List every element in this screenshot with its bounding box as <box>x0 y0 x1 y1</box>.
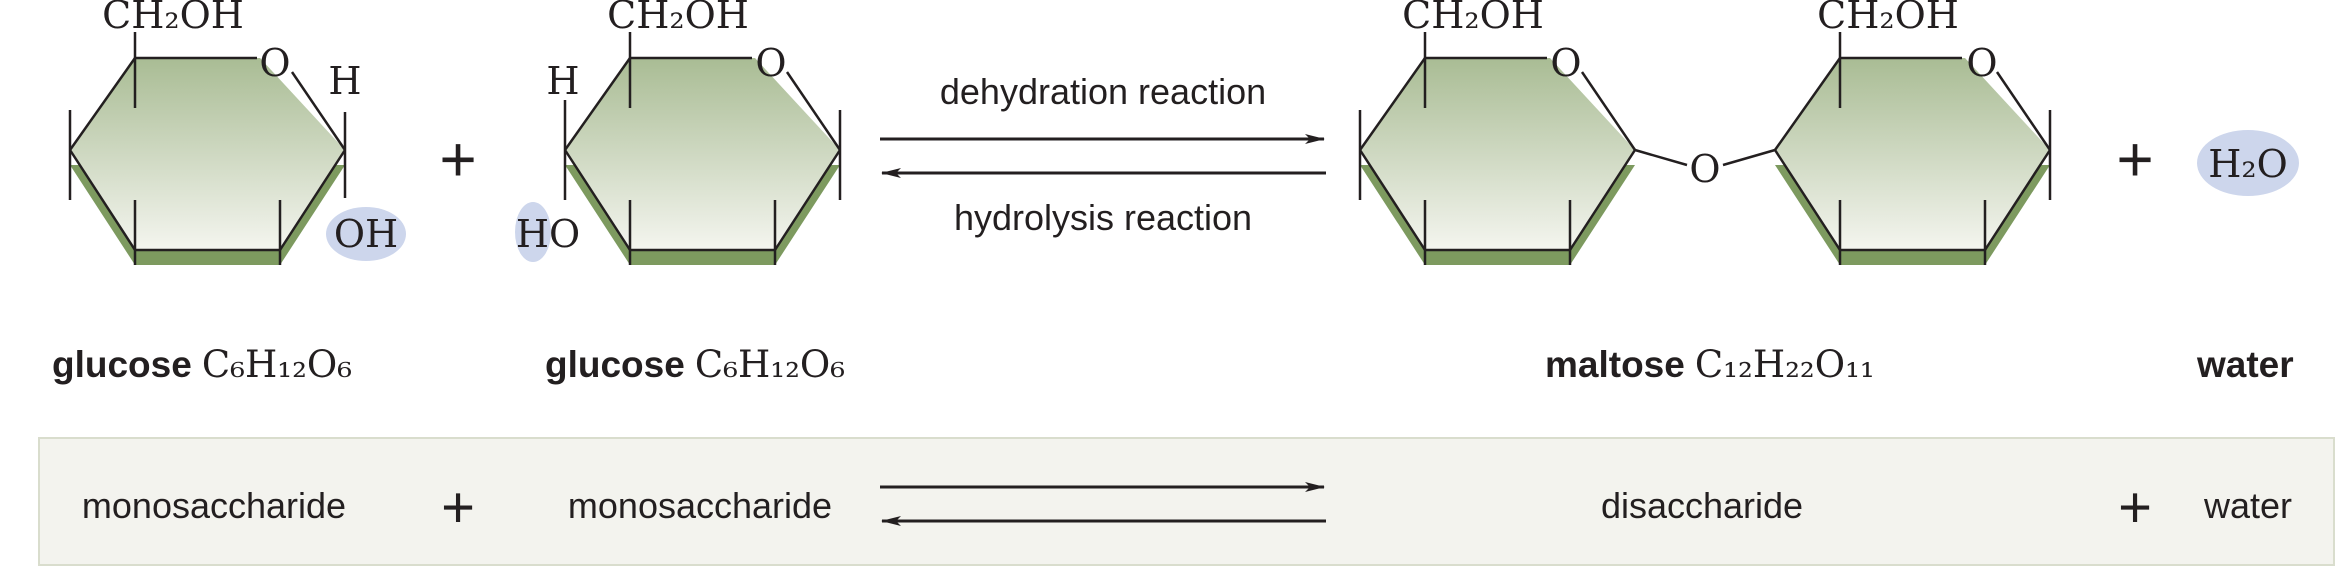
summary-background <box>38 437 2335 566</box>
ring-bonds <box>563 32 842 265</box>
oh-highlight <box>326 207 406 261</box>
water-label: water <box>2196 344 2294 385</box>
monosaccharide-right: monosaccharide <box>568 485 832 526</box>
hydrogen-label: H <box>328 59 361 103</box>
ring-bonds <box>68 32 347 265</box>
ch2oh-label: CH₂OH <box>102 0 244 37</box>
hydroxyl-label: HO <box>516 212 580 256</box>
plus-sign: + <box>2116 123 2153 195</box>
ch2oh-label-right: CH₂OH <box>1817 0 1959 37</box>
hydroxyl-label: OH <box>334 212 398 256</box>
ring-oxygen-label-right: O <box>1966 41 1997 85</box>
monosaccharide-left: monosaccharide <box>82 485 346 526</box>
water-molecule: H₂O <box>2197 130 2299 196</box>
glycosidic-oxygen-label: O <box>1689 147 1720 191</box>
glucose-name: glucose <box>545 344 685 385</box>
reaction-arrows: dehydration reaction hydrolysis reaction <box>880 71 1326 238</box>
ring-oxygen-label: O <box>259 41 290 85</box>
ring-oxygen-label-left: O <box>1550 41 1581 85</box>
dehydration-label: dehydration reaction <box>940 71 1266 112</box>
ch2oh-label-left: CH₂OH <box>1402 0 1544 37</box>
hexose-ring-left <box>1360 58 1635 250</box>
plus-sign: + <box>439 123 476 195</box>
glucose-molecule-2: CH₂OH O H HO <box>515 0 842 265</box>
ch2oh-label: CH₂OH <box>607 0 749 37</box>
maltose-molecule: CH₂OH CH₂OH O O O <box>1358 0 2052 265</box>
plus-sign: + <box>2118 475 2152 540</box>
plus-sign: + <box>441 475 475 540</box>
water-formula: H₂O <box>2208 142 2288 186</box>
glucose-molecule-1: CH₂OH O H OH <box>68 0 406 265</box>
glucose-name: glucose <box>52 344 192 385</box>
water-highlight <box>2197 130 2299 196</box>
hydrolysis-label: hydrolysis reaction <box>954 197 1252 238</box>
disaccharide-label: disaccharide <box>1601 485 1803 526</box>
hexose-ring <box>70 58 345 250</box>
ring-oxygen-label: O <box>755 41 786 85</box>
summary-panel: monosaccharide + monosaccharide disaccha… <box>38 437 2335 566</box>
glucose-formula: C₆H₁₂O₆ <box>202 343 352 386</box>
maltose-formula: C₁₂H₂₂O₁₁ <box>1695 343 1875 386</box>
water-summary-label: water <box>2203 485 2292 526</box>
ho-highlight <box>515 202 551 262</box>
glucose-formula: C₆H₁₂O₆ <box>695 343 845 386</box>
hydrogen-label: H <box>546 59 579 103</box>
hexose-ring <box>565 58 840 250</box>
hexose-ring-right <box>1775 58 2050 250</box>
maltose-name: maltose <box>1545 344 1685 385</box>
ring-bonds <box>1358 32 2052 265</box>
